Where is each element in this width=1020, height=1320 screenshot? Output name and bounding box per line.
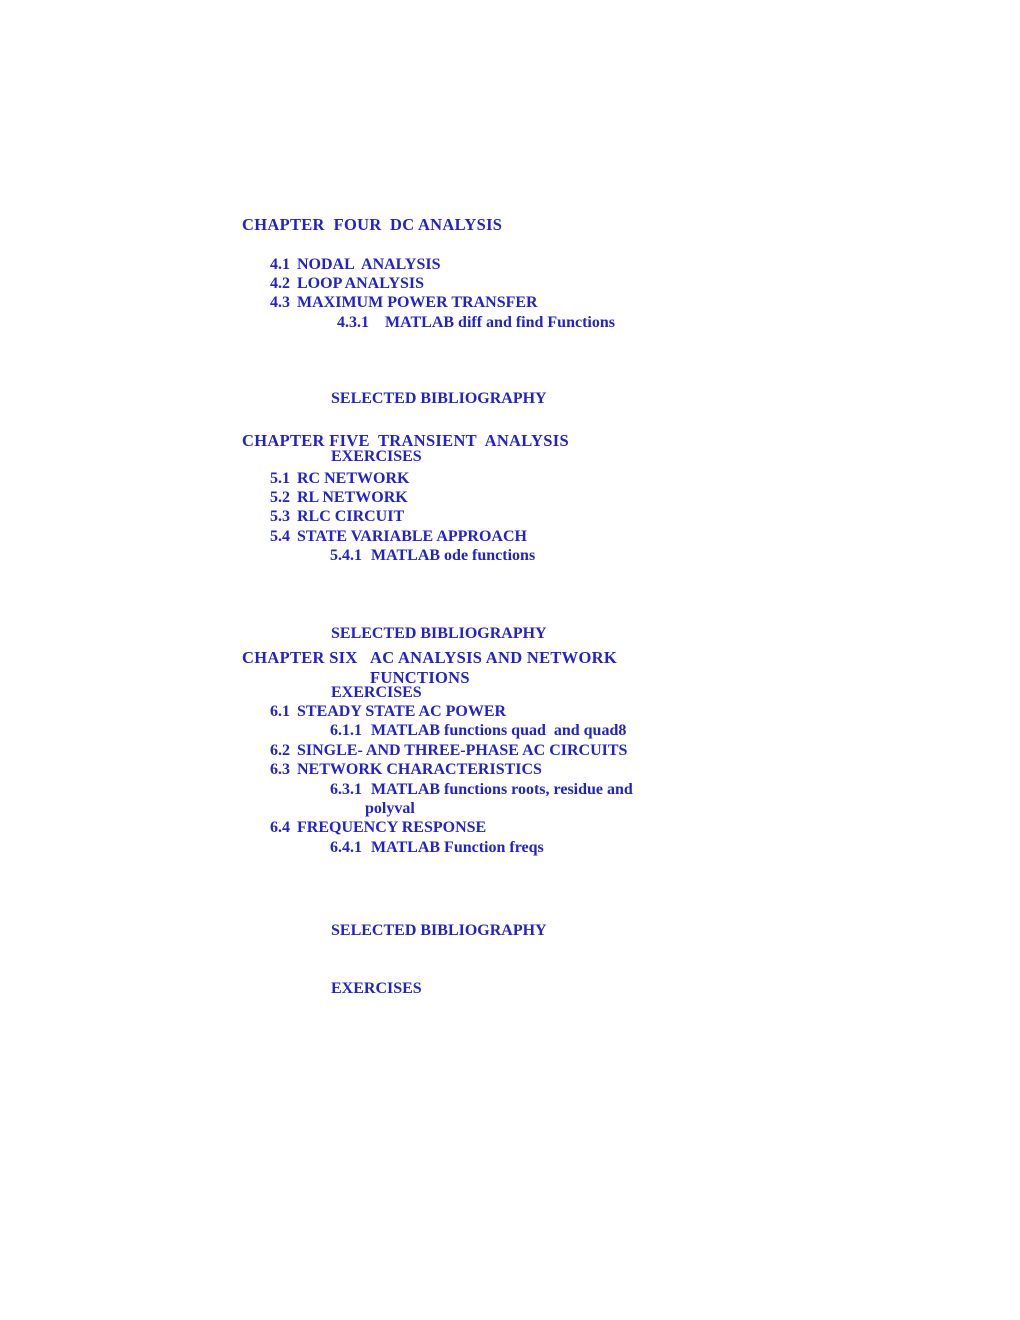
chapter-four-label: CHAPTER FOUR	[242, 215, 382, 234]
chapter-six-title: AC ANALYSIS AND NETWORK FUNCTIONS	[370, 648, 622, 687]
toc-entry-4-2: 4.2 LOOP ANALYSIS	[0, 274, 1020, 293]
exercises-label: EXERCISES	[331, 448, 422, 466]
chapter-six-label: CHAPTER SIX	[242, 648, 358, 667]
entry-title: LOOP ANALYSIS	[297, 274, 425, 292]
entry-title: MATLAB Function freqs	[371, 838, 544, 856]
entry-title: RLC CIRCUIT	[297, 508, 405, 526]
entry-title: SINGLE- AND THREE-PHASE AC CIRCUITS	[297, 741, 628, 759]
entry-title: MATLAB ode functions	[371, 547, 536, 565]
entry-title: polyval	[365, 800, 415, 818]
toc-entry-6-4: 6.4 FREQUENCY RESPONSE	[0, 818, 1020, 837]
entry-number: 6.1	[270, 703, 290, 720]
selected-bibliography-label: SELECTED BIBLIOGRAPHY	[331, 389, 547, 407]
toc-entry-6-3-1: 6.3.1 MATLAB functions roots, residue and	[0, 780, 1020, 799]
chapter-four-trailer: SELECTED BIBLIOGRAPHY EXERCISES	[0, 350, 1020, 505]
toc-entry-6-3-1-continuation: polyval	[0, 799, 1020, 818]
selected-bibliography-label: SELECTED BIBLIOGRAPHY	[331, 625, 547, 643]
entry-title: NETWORK CHARACTERISTICS	[297, 761, 542, 779]
entry-number: 6.3.1	[330, 780, 362, 798]
entry-title: MAXIMUM POWER TRANSFER	[297, 294, 538, 312]
toc-entry-6-4-1: 6.4.1 MATLAB Function freqs	[0, 838, 1020, 857]
entry-number: 5.4.1	[330, 547, 362, 565]
entry-number: 6.4.1	[330, 838, 362, 856]
entry-number: 6.4	[270, 819, 290, 837]
toc-entry-6-3: 6.3 NETWORK CHARACTERISTICS	[0, 760, 1020, 779]
entry-title: RC NETWORK	[297, 469, 410, 487]
entry-number: 4.3	[270, 294, 290, 312]
entry-title: MATLAB functions quad and quad8	[371, 722, 627, 740]
selected-bibliography-label: SELECTED BIBLIOGRAPHY	[331, 922, 547, 940]
entry-number: 5.1	[270, 469, 290, 487]
toc-entry-6-1: 6.1 STEADY STATE AC POWER	[0, 702, 1020, 721]
entry-title: RL NETWORK	[297, 488, 408, 506]
toc-entry-4-3: 4.3 MAXIMUM POWER TRANSFER	[0, 293, 1020, 312]
chapter-five-trailer: SELECTED BIBLIOGRAPHY EXERCISES	[0, 586, 1020, 741]
chapter-five-entries: 5.1 RC NETWORK 5.2 RL NETWORK 5.3 RLC CIRCU…	[0, 469, 1020, 566]
entry-number: 5.3	[270, 508, 290, 526]
chapter-five-label: CHAPTER FIVE	[242, 431, 370, 450]
entry-title: FREQUENCY RESPONSE	[297, 819, 487, 837]
chapter-four-section: CHAPTER FOUR DC ANALYSIS 4.1 NODAL ANALYS…	[0, 215, 1020, 505]
entry-number: 6.2	[270, 741, 290, 759]
toc-entry-5-1: 5.1 RC NETWORK	[0, 469, 1020, 488]
exercises-label: EXERCISES	[331, 980, 422, 998]
chapter-five-heading: CHAPTER FIVE TRANSIENT ANALYSIS	[0, 431, 1020, 451]
entry-number: 4.3.1	[337, 313, 369, 331]
chapter-six-trailer: SELECTED BIBLIOGRAPHY EXERCISES	[0, 882, 1020, 1037]
chapter-four-title: DC ANALYSIS	[390, 215, 503, 234]
chapter-four-heading: CHAPTER FOUR DC ANALYSIS	[0, 215, 1020, 235]
exercises-label: EXERCISES	[331, 683, 422, 701]
entry-title: NODAL ANALYSIS	[297, 255, 441, 273]
entry-number: 4.1	[270, 255, 290, 273]
toc-entry-5-2: 5.2 RL NETWORK	[0, 488, 1020, 507]
toc-entry-5-3: 5.3 RLC CIRCUIT	[0, 507, 1020, 526]
toc-entry-4-3-1: 4.3.1 MATLAB diff and find Functions	[0, 313, 1020, 332]
chapter-six-heading: CHAPTER SIX AC ANALYSIS AND NETWORK FUNC…	[0, 648, 1020, 687]
entry-title: STEADY STATE AC POWER	[297, 703, 507, 720]
entry-title: MATLAB functions roots, residue and	[371, 780, 633, 798]
chapter-six-section: CHAPTER SIX AC ANALYSIS AND NETWORK FUNC…	[0, 648, 1020, 1038]
toc-entry-6-1-1: 6.1.1 MATLAB functions quad and quad8	[0, 721, 1020, 740]
entry-number: 5.4	[270, 527, 290, 545]
entry-number: 6.1.1	[330, 722, 362, 740]
toc-entry-4-1: 4.1 NODAL ANALYSIS	[0, 255, 1020, 274]
entry-number: 5.2	[270, 488, 290, 506]
toc-entry-5-4-1: 5.4.1 MATLAB ode functions	[0, 546, 1020, 565]
toc-entry-6-2: 6.2 SINGLE- AND THREE-PHASE AC CIRCUITS	[0, 741, 1020, 760]
toc-entry-5-4: 5.4 STATE VARIABLE APPROACH	[0, 527, 1020, 546]
entry-number: 4.2	[270, 274, 290, 292]
entry-number: 6.3	[270, 761, 290, 779]
chapter-five-section: CHAPTER FIVE TRANSIENT ANALYSIS 5.1 RC NE…	[0, 431, 1020, 741]
entry-title: STATE VARIABLE APPROACH	[297, 527, 527, 545]
entry-title: MATLAB diff and find Functions	[385, 313, 615, 331]
chapter-five-title: TRANSIENT ANALYSIS	[378, 431, 569, 450]
